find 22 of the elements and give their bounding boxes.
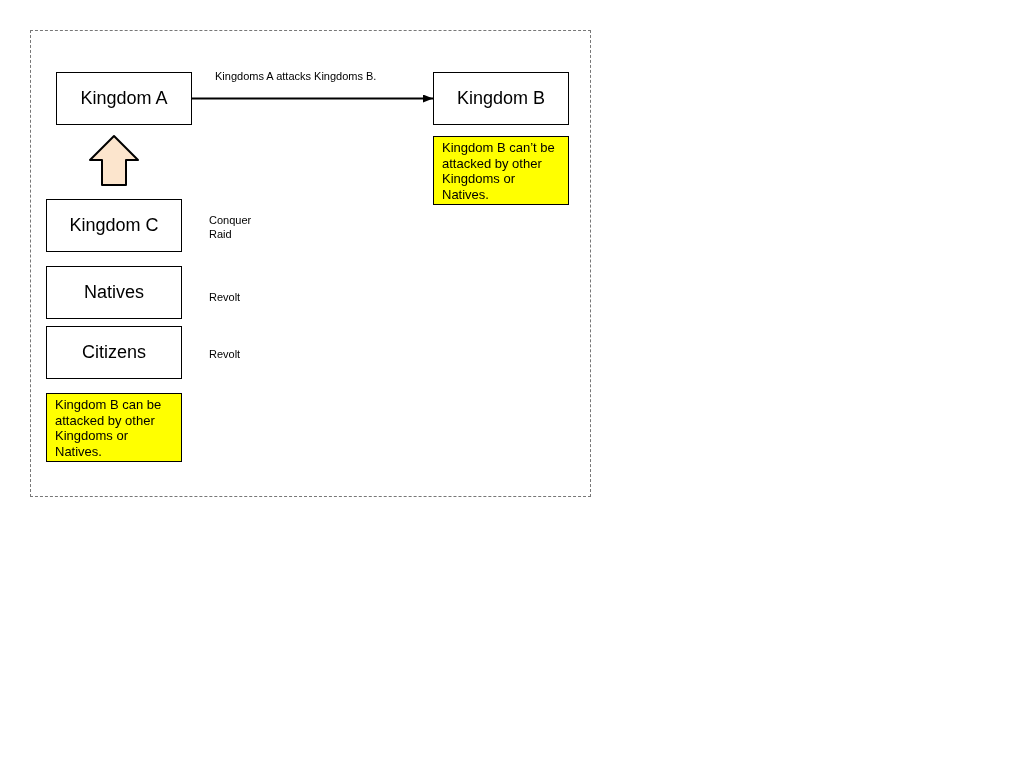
entity-box bbox=[46, 326, 182, 379]
note-box bbox=[433, 136, 569, 205]
action-label: Conquer bbox=[209, 213, 252, 227]
note-box bbox=[46, 393, 182, 462]
entity-label: Kingdom B bbox=[456, 88, 546, 109]
action-label: Revolt bbox=[209, 347, 241, 361]
entity-label: Kingdom A bbox=[80, 88, 168, 109]
note-text: Kingdom B can’t be attacked by other Kingdoms or Natives. bbox=[442, 140, 556, 202]
entity-box bbox=[46, 199, 182, 252]
action-label: Raid bbox=[209, 227, 233, 241]
entity-label: Kingdom C bbox=[69, 215, 159, 236]
action-label: Revolt bbox=[209, 290, 241, 304]
dashed-frame bbox=[30, 30, 591, 497]
entity-label: Citizens bbox=[82, 342, 146, 363]
note-text: Kingdom B can be attacked by other Kingdoms or Natives. bbox=[55, 397, 163, 459]
arrow bbox=[191, 94, 434, 103]
entity-label: Natives bbox=[84, 282, 144, 303]
edge-label: Kingdoms A attacks Kingdoms B. bbox=[215, 70, 377, 82]
block-arrow bbox=[89, 135, 139, 186]
entity-box bbox=[46, 266, 182, 319]
entity-box bbox=[433, 72, 569, 125]
entity-box bbox=[56, 72, 192, 125]
